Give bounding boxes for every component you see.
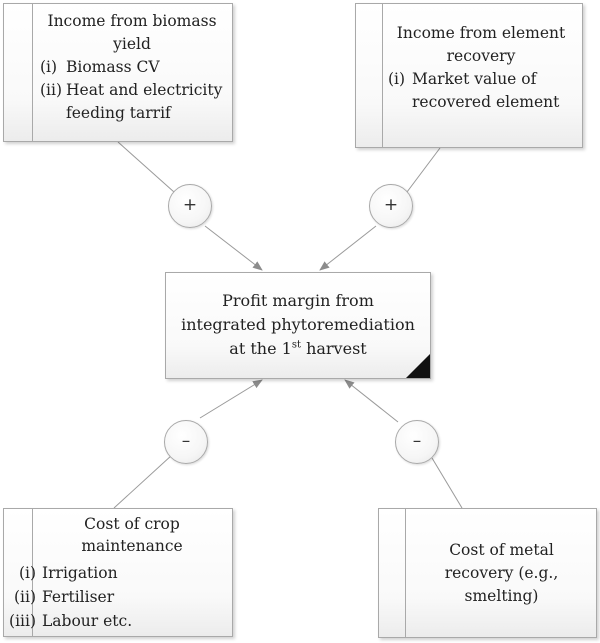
minus-sign-left: – (164, 420, 208, 464)
minus-sign-right: – (395, 420, 439, 464)
connector-metal-to-minus (431, 457, 463, 509)
item-number: (i) (388, 70, 406, 88)
cost-crop-content: Cost of crop maintenance (34, 509, 232, 636)
corner-marker (406, 354, 430, 378)
income-biomass-box: Income from biomass yield (i) Biomass CV… (3, 3, 233, 142)
income-element-box: Income from element recovery (i) Market … (355, 3, 583, 148)
item-number: (iii) (9, 612, 36, 630)
box-side-bar (32, 4, 33, 141)
connector-crop-to-minus (113, 454, 173, 509)
item-number: (i) (18, 564, 36, 582)
element-item-1: (i) Market value of recovered element (388, 68, 574, 114)
cost-metal-box: Cost of metal recovery (e.g., smelting) (378, 508, 597, 638)
item-number: (i) (40, 58, 58, 76)
cost-crop-box: Cost of crop maintenance (i) Irrigation … (3, 508, 233, 637)
plus-sign-left: + (168, 184, 212, 228)
profit-margin-box: Profit margin from integrated phytoremed… (165, 272, 431, 379)
profit-margin-content: Profit margin from integrated phytoremed… (166, 273, 430, 378)
plus-sign-right: + (369, 184, 413, 228)
biomass-item-2: (ii) Heat and electricity feeding tarrif (40, 79, 224, 125)
income-element-title: Income from element recovery (396, 24, 566, 65)
cost-metal-content: Cost of metal recovery (e.g., smelting) (407, 509, 596, 637)
item-number: (ii) (40, 81, 63, 99)
profit-title-end: harvest (306, 339, 367, 358)
profit-margin-title: Profit margin from integrated phytoremed… (180, 289, 416, 361)
box-side-bar (382, 4, 383, 147)
ordinal-suffix: st (291, 339, 301, 351)
income-biomass-title: Income from biomass yield (47, 12, 217, 53)
arrow-minus-to-profit-right (344, 379, 399, 423)
profit-title-text: Profit margin from integrated phytoremed… (181, 291, 415, 358)
income-biomass-content: Income from biomass yield (i) Biomass CV… (34, 4, 232, 141)
connector-biomass-to-plus (117, 141, 175, 193)
item-text: Fertiliser (42, 588, 115, 606)
cost-metal-title: Cost of metal recovery (e.g., smelting) (444, 541, 559, 605)
cost-crop-title: Cost of crop maintenance (81, 515, 183, 555)
arrow-plus-to-profit-left (204, 225, 263, 271)
crop-item-2: (ii) Fertiliser (8, 585, 226, 609)
crop-item-3: (iii) Labour etc. (8, 609, 226, 633)
item-text: Labour etc. (42, 612, 133, 630)
item-number: (ii) (13, 588, 36, 606)
connector-element-to-plus (406, 147, 441, 193)
crop-item-1: (i) Irrigation (8, 561, 226, 585)
item-text: Irrigation (42, 564, 118, 582)
box-side-bar (32, 509, 33, 636)
item-text: Heat and electricity feeding tarrif (66, 81, 223, 122)
income-element-content: Income from element recovery (i) Market … (384, 4, 582, 147)
box-side-bar (405, 509, 406, 637)
arrow-plus-to-profit-right (319, 225, 377, 271)
cost-crop-list: (i) Irrigation (ii) Fertiliser (iii) Lab… (8, 561, 226, 633)
biomass-item-1: (i) Biomass CV (40, 56, 224, 79)
item-text: Biomass CV (66, 58, 160, 76)
arrow-minus-to-profit-left (199, 379, 263, 419)
item-text: Market value of recovered element (412, 70, 560, 111)
